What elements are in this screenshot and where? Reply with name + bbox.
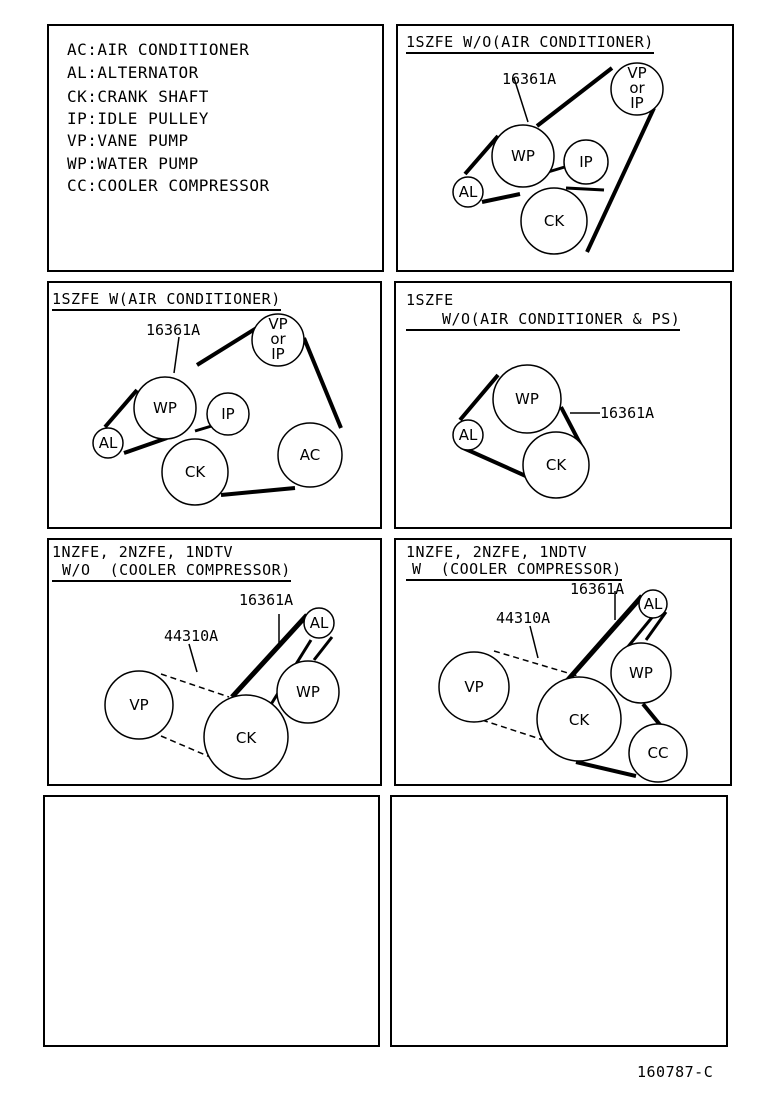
panel-title: 1NZFE, 2NZFE, 1NDTV [406, 543, 588, 561]
part-number-label: 16361A [600, 404, 654, 422]
pulley-label-ck: CK [236, 729, 257, 747]
part-number-label: 16361A [146, 321, 200, 339]
panel-subtitle: W/O (COOLER COMPRESSOR) [52, 561, 291, 582]
part-number-label: 16361A [570, 580, 624, 598]
belt-diagram-1szfe-w-ac: 1SZFE W(AIR CONDITIONER) 16361A WP IP AL… [47, 281, 382, 529]
belt-diagram-1nzfe-wo-cc: 1NZFE, 2NZFE, 1NDTV W/O (COOLER COMPRESS… [47, 538, 382, 786]
pulley-label-ck: CK [185, 463, 206, 481]
legend-item: VP:VANE PUMP [67, 131, 189, 150]
legend-item: AL:ALTERNATOR [67, 63, 199, 82]
pulley-label-wp: WP [511, 147, 535, 165]
panel-title: 1SZFE [406, 291, 454, 309]
pulley-label-al: AL [99, 434, 118, 452]
panel-title: 1SZFE W(AIR CONDITIONER) [52, 290, 281, 311]
part-number-label-2: 44310A [164, 627, 218, 645]
legend-item: CK:CRANK SHAFT [67, 87, 209, 106]
pulley-label-al: AL [310, 614, 329, 632]
pulley-label-wp: WP [629, 664, 653, 682]
pulley-label-or: or [629, 79, 645, 97]
pulley-label-al: AL [459, 183, 478, 201]
belt-routing-diagram: 16361A WP IP AL CK VP or IP [452, 62, 664, 255]
part-number-label-2: 44310A [496, 609, 550, 627]
pulley-label-vp: VP [268, 315, 287, 333]
pulley-label-vp: VP [627, 64, 646, 82]
belt-routing-diagram: 16361A 44310A VP CK WP CC AL [438, 580, 688, 783]
belt-diagram-1nzfe-w-cc: 1NZFE, 2NZFE, 1NDTV W (COOLER COMPRESSOR… [394, 538, 732, 786]
pulley-label-ip-alt: IP [630, 94, 643, 112]
pulley-label-ip-alt: IP [271, 345, 284, 363]
pulley-label-vp: VP [129, 696, 148, 714]
pulley-label-vp: VP [464, 678, 483, 696]
pulley-label-ip: IP [579, 153, 592, 171]
empty-panel-left [43, 795, 380, 1047]
legend-item: AC:AIR CONDITIONER [67, 40, 250, 59]
belt-routing-diagram: 16361A WP IP AL CK AC VP or IP [92, 313, 343, 506]
belt-routing-diagram: 16361A WP AL CK [452, 364, 654, 499]
pulley-label-al: AL [644, 595, 663, 613]
pulley-label-ck: CK [569, 711, 590, 729]
pulley-label-wp: WP [153, 399, 177, 417]
figure-code: 160787-C [637, 1063, 714, 1081]
legend-panel: AC:AIR CONDITIONER AL:ALTERNATOR CK:CRAN… [47, 24, 384, 272]
panel-title: 1SZFE W/O(AIR CONDITIONER) [406, 33, 654, 54]
panel-subtitle: W (COOLER COMPRESSOR) [406, 560, 622, 581]
empty-panel-right [390, 795, 728, 1047]
part-number-label: 16361A [239, 591, 293, 609]
pulley-label-wp: WP [296, 683, 320, 701]
part-number-label: 16361A [502, 70, 556, 88]
legend-item: CC:COOLER COMPRESSOR [67, 176, 270, 195]
pulley-label-or: or [270, 330, 286, 348]
pulley-label-ip: IP [221, 405, 234, 423]
belt-routing-diagram: 16361A 44310A VP CK WP AL [104, 591, 340, 780]
pulley-label-ck: CK [546, 456, 567, 474]
pulley-label-wp: WP [515, 390, 539, 408]
legend-item: IP:IDLE PULLEY [67, 109, 209, 128]
pulley-label-ac: AC [300, 446, 320, 464]
pulley-label-al: AL [459, 426, 478, 444]
panel-title: 1NZFE, 2NZFE, 1NDTV [52, 543, 234, 561]
legend-item: WP:WATER PUMP [67, 154, 199, 173]
panel-subtitle: W/O(AIR CONDITIONER & PS) [406, 310, 681, 331]
belt-diagram-1szfe-wo-ac-ps: 1SZFE W/O(AIR CONDITIONER & PS) 16361A W… [394, 281, 732, 529]
pulley-label-ck: CK [544, 212, 565, 230]
pulley-label-cc: CC [648, 744, 669, 762]
belt-diagram-1szfe-wo-ac: 1SZFE W/O(AIR CONDITIONER) 16361A WP IP … [396, 24, 734, 272]
